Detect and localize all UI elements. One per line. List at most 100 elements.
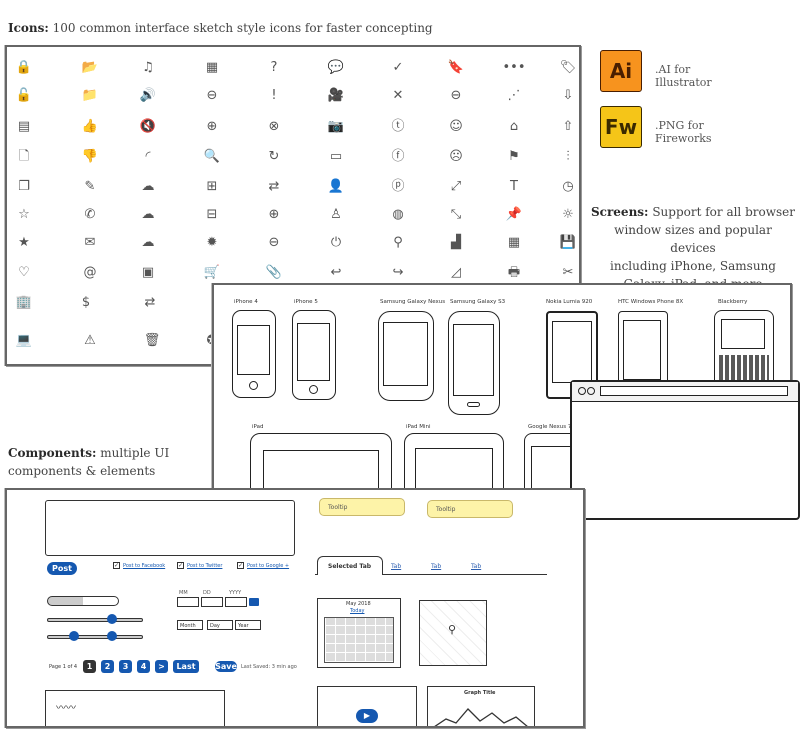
range-slider-track[interactable] [47, 635, 143, 639]
signature-box[interactable]: 〰〰 [45, 690, 225, 726]
edit-icon: ✎ [84, 178, 96, 194]
twitter-icon: ⓣ [391, 118, 405, 134]
page-button[interactable]: 2 [101, 660, 114, 673]
save-button[interactable]: Save [215, 661, 237, 672]
day-input[interactable] [201, 597, 223, 607]
tab-selected[interactable]: Selected Tab [317, 556, 383, 575]
map-widget[interactable]: ⚲ [419, 600, 487, 666]
components-text-1: multiple UI [96, 446, 170, 460]
laptop-icon: 💻 [15, 332, 33, 348]
reply-icon: ↩ [330, 264, 342, 280]
tab[interactable]: Tab [431, 563, 442, 570]
browser-toolbar [572, 382, 798, 402]
sad-icon: ☹ [449, 148, 463, 164]
graph-widget: Graph Title [427, 686, 535, 726]
twitter-checkbox[interactable]: ✓ [177, 562, 184, 569]
icons-heading-text: 100 common interface sketch style icons … [48, 21, 433, 35]
day-select[interactable]: Day [207, 620, 233, 630]
refresh-icon: ↻ [268, 148, 280, 164]
star-icon: ★ [18, 234, 30, 250]
google-share-label[interactable]: Post to Google + [247, 563, 290, 569]
user-icon: ♙ [330, 206, 342, 222]
tooltip: Tooltip [427, 500, 513, 518]
calendar-today-link[interactable]: Today [350, 608, 365, 614]
year-input[interactable] [225, 597, 247, 607]
twitter-share-label[interactable]: Post to Twitter [187, 563, 223, 569]
minus-circle-outline-icon: ⊖ [268, 234, 280, 250]
printer-icon: 🖶 [507, 264, 521, 280]
download-circle-icon: ⇩ [562, 87, 574, 103]
month-field-label: MM [179, 590, 188, 596]
building-icon: 🏢 [15, 294, 33, 310]
video-player[interactable]: ▶ [317, 686, 417, 726]
music-icon: ♫ [142, 59, 154, 75]
slider-handle[interactable] [107, 614, 117, 624]
facebook-checkbox[interactable]: ✓ [113, 562, 120, 569]
close-icon: ✕ [392, 87, 404, 103]
warning-icon: ⚠ [84, 332, 96, 348]
attachment-icon: 📎 [265, 264, 283, 280]
calendar-picker-icon[interactable] [249, 598, 259, 606]
page-button-current[interactable]: 1 [83, 660, 96, 673]
volume-icon: 🔊 [139, 87, 157, 103]
device-label: Samsung Galaxy S3 [450, 299, 506, 305]
range-handle-low[interactable] [69, 631, 79, 641]
calculator-icon: ▦ [507, 234, 521, 250]
year-select[interactable]: Year [235, 620, 261, 630]
screens-heading: Screens: Support for all browser window … [590, 203, 796, 293]
battery-icon: ▭ [329, 148, 343, 164]
brightness-icon: ☼ [562, 206, 574, 222]
forward-icon: ↪ [392, 264, 404, 280]
comment-textarea[interactable] [45, 500, 295, 556]
flag-icon: ⚑ [508, 148, 520, 164]
month-select[interactable]: Month [177, 620, 203, 630]
screens-text-3: including iPhone, Samsung [610, 259, 776, 273]
play-icon[interactable]: ▶ [356, 709, 378, 723]
upload-circle-icon: ⇧ [562, 118, 574, 134]
cloud-upload-icon: ☁ [141, 178, 155, 194]
pinterest-icon: ⓟ [391, 178, 405, 194]
components-text-2: components & elements [8, 464, 156, 478]
audio-wave-icon: ⫶ [566, 148, 570, 164]
format-label-line1: .AI for [655, 63, 691, 76]
page-button[interactable]: 3 [119, 660, 132, 673]
minus-square-icon: ⊟ [206, 206, 218, 222]
month-input[interactable] [177, 597, 199, 607]
calendar-grid[interactable] [324, 617, 394, 663]
tab[interactable]: Tab [391, 563, 402, 570]
next-page-button[interactable]: > [155, 660, 168, 673]
day-field-label: DD [203, 590, 211, 596]
smile-icon: ☺ [449, 118, 463, 134]
slider-track[interactable] [47, 618, 143, 622]
last-page-button[interactable]: Last [173, 660, 199, 673]
expand-icon: ⤢ [450, 178, 462, 194]
calendar-widget: May 2018 Today [317, 598, 401, 668]
screens-heading-line1: Screens: Support for all browser [590, 203, 796, 221]
check-icon: ✓ [392, 59, 404, 75]
collapse-icon: ⤡ [450, 206, 462, 222]
icons-heading: Icons: 100 common interface sketch style… [8, 21, 433, 35]
document-icon: ▤ [17, 118, 31, 134]
iphone4-device [232, 310, 276, 398]
device-label: iPad [252, 424, 264, 430]
screens-text-1: Support for all browser [652, 205, 795, 219]
thumbs-down-icon: 👎 [81, 148, 99, 164]
tab[interactable]: Tab [471, 563, 482, 570]
location-icon: ⚲ [393, 234, 403, 250]
google-checkbox[interactable]: ✓ [237, 562, 244, 569]
device-label: Blackberry [718, 299, 748, 305]
device-label: Nokia Lumia 920 [546, 299, 593, 305]
area-chart-icon: ◿ [451, 264, 461, 280]
range-handle-high[interactable] [107, 631, 117, 641]
save-icon: 💾 [559, 234, 577, 250]
plus-square-icon: ⊞ [206, 178, 218, 194]
screens-heading-bold: Screens: [591, 205, 649, 219]
page-button[interactable]: 4 [137, 660, 150, 673]
minus-circle-icon: ⊖ [450, 87, 462, 103]
device-label: HTC Windows Phone 8X [618, 299, 684, 305]
facebook-share-label[interactable]: Post to Facebook [123, 563, 166, 569]
pin-icon: 📌 [505, 206, 523, 222]
post-button[interactable]: Post [47, 562, 77, 575]
